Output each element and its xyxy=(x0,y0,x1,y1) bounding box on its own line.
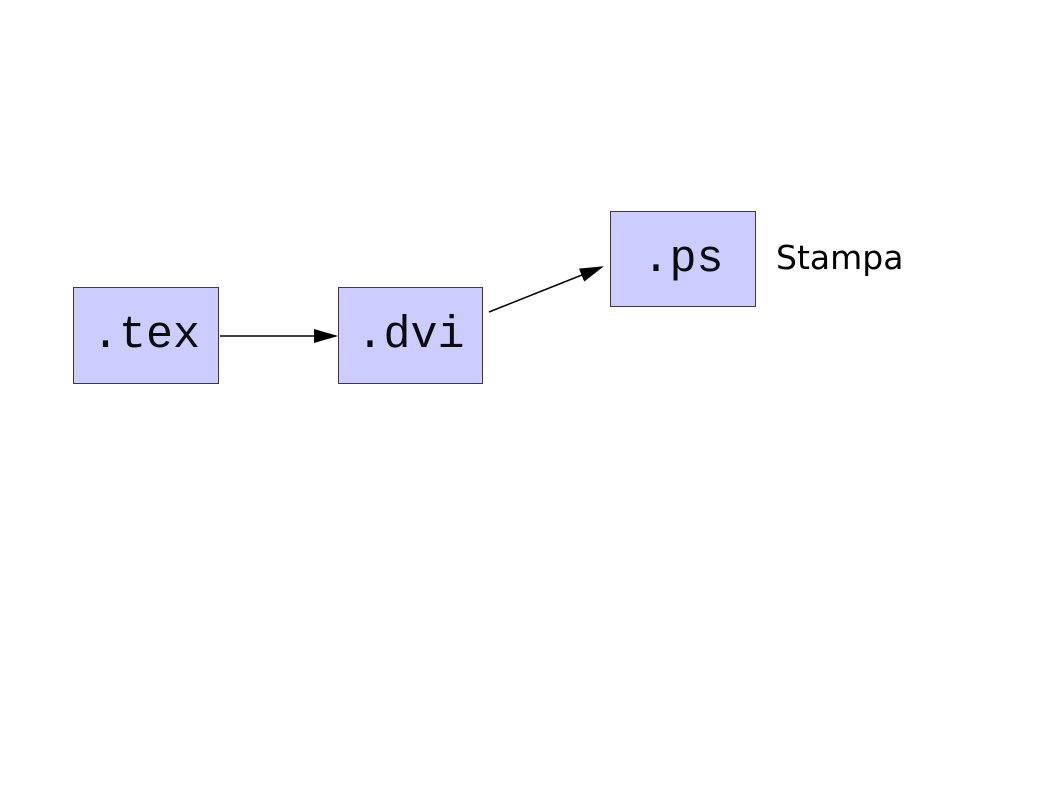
edge-dvi-to-ps-arrow xyxy=(488,266,604,313)
node-tex-label: .tex xyxy=(91,310,201,361)
node-ps: .ps xyxy=(610,211,756,307)
node-tex: .tex xyxy=(73,287,219,384)
annotation-stampa: Stampa xyxy=(776,238,904,277)
node-ps-label: .ps xyxy=(642,233,724,285)
node-dvi: .dvi xyxy=(338,287,483,384)
node-dvi-label: .dvi xyxy=(356,310,465,361)
